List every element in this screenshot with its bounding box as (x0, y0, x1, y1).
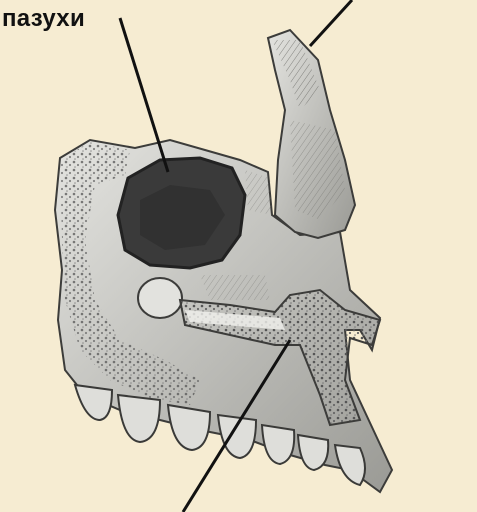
sinus-label: пазухи (2, 5, 85, 33)
pointer-to-frontal-process (310, 0, 352, 46)
tuber-prominence (138, 278, 182, 318)
